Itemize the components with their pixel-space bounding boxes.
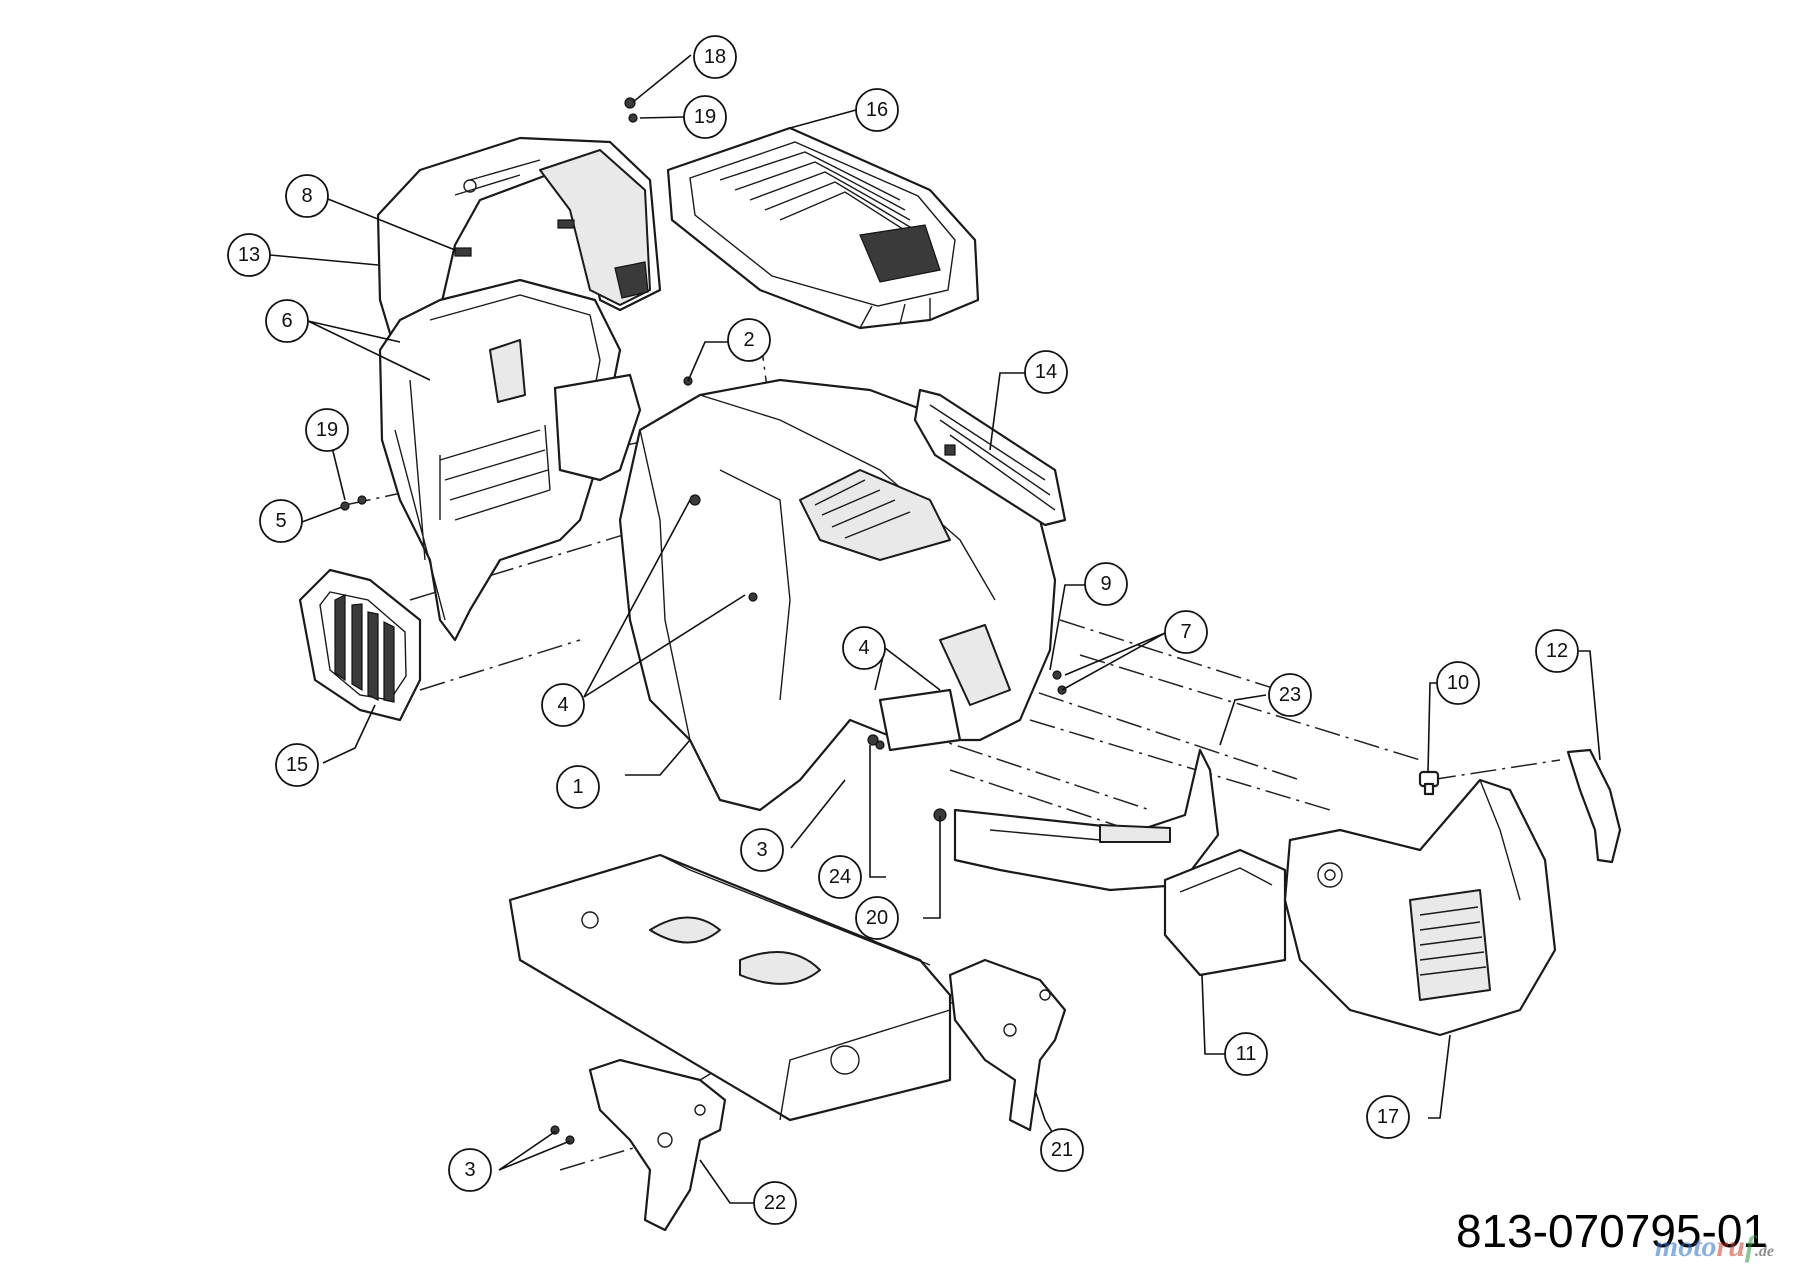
svg-text:1: 1 [572, 776, 583, 798]
callout-4-middle: 4 [842, 626, 886, 670]
svg-text:21: 21 [1051, 1139, 1073, 1161]
part-bracket-right [948, 958, 1067, 1132]
part-dash-panel [376, 136, 662, 352]
fasteners [340, 97, 1067, 1145]
callout-12: 12 [1535, 629, 1579, 673]
callout-5: 5 [259, 499, 303, 543]
callout-17: 17 [1366, 1095, 1410, 1139]
part-side-cover [1566, 748, 1622, 864]
part-headlight-lens [1163, 848, 1287, 977]
callout-21: 21 [1040, 1128, 1084, 1172]
callout-22: 22 [753, 1181, 797, 1225]
part-bracket-left [588, 1058, 727, 1232]
svg-text:13: 13 [238, 244, 260, 266]
svg-text:9: 9 [1100, 573, 1111, 595]
callout-2: 2 [727, 318, 771, 362]
callout-23: 23 [1268, 673, 1312, 717]
callout-13: 13 [227, 233, 271, 277]
callout-4-left: 4 [541, 683, 585, 727]
svg-text:16: 16 [866, 99, 888, 121]
svg-text:19: 19 [694, 106, 716, 128]
svg-text:10: 10 [1447, 672, 1469, 694]
svg-text:2: 2 [743, 329, 754, 351]
callout-18: 18 [693, 35, 737, 79]
callout-7: 7 [1164, 610, 1208, 654]
svg-text:3: 3 [756, 839, 767, 861]
svg-text:4: 4 [858, 637, 869, 659]
part-chassis-frame [508, 853, 952, 1122]
callout-6: 6 [265, 299, 309, 343]
svg-text:23: 23 [1279, 684, 1301, 706]
callout-20: 20 [855, 896, 899, 940]
part-knob [1418, 770, 1440, 796]
svg-text:5: 5 [275, 510, 286, 532]
svg-text:7: 7 [1180, 621, 1191, 643]
callout-19-top: 19 [683, 95, 727, 139]
callout-16: 16 [855, 88, 899, 132]
svg-text:24: 24 [829, 866, 851, 888]
svg-text:11: 11 [1236, 1043, 1257, 1065]
leader-lines [269, 54, 1601, 1204]
callout-19-left: 19 [305, 408, 349, 452]
part-rear-bracket [913, 388, 1067, 527]
part-side-grille [298, 568, 422, 722]
svg-text:8: 8 [301, 185, 312, 207]
svg-text:19: 19 [316, 419, 338, 441]
svg-text:14: 14 [1035, 361, 1057, 383]
svg-text:18: 18 [704, 46, 726, 68]
part-main-hood [618, 378, 1057, 812]
callout-3-middle: 3 [740, 828, 784, 872]
part-hood-top-cover [666, 126, 980, 330]
callout-8: 8 [285, 174, 329, 218]
svg-text:3: 3 [464, 1159, 475, 1181]
part-front-bumper [953, 748, 1220, 892]
callout-15: 15 [275, 743, 319, 787]
svg-text:12: 12 [1546, 640, 1568, 662]
svg-text:22: 22 [764, 1192, 786, 1214]
callout-3-bottom: 3 [448, 1148, 492, 1192]
callout-24: 24 [818, 855, 862, 899]
svg-text:15: 15 [286, 754, 308, 776]
callout-11: 11 [1224, 1032, 1268, 1076]
svg-text:6: 6 [281, 310, 292, 332]
drawing-part-number: 813-070795-01 [1455, 1205, 1768, 1257]
svg-text:20: 20 [866, 907, 888, 929]
callout-1: 1 [556, 765, 600, 809]
watermark-logo: motoruf.de [1654, 1230, 1774, 1263]
part-dash-frame [378, 278, 642, 642]
callout-10: 10 [1436, 661, 1480, 705]
callout-9: 9 [1084, 562, 1128, 606]
svg-text:4: 4 [557, 694, 568, 716]
svg-text:17: 17 [1377, 1106, 1399, 1128]
part-front-nose [1283, 778, 1557, 1037]
callout-14: 14 [1024, 350, 1068, 394]
